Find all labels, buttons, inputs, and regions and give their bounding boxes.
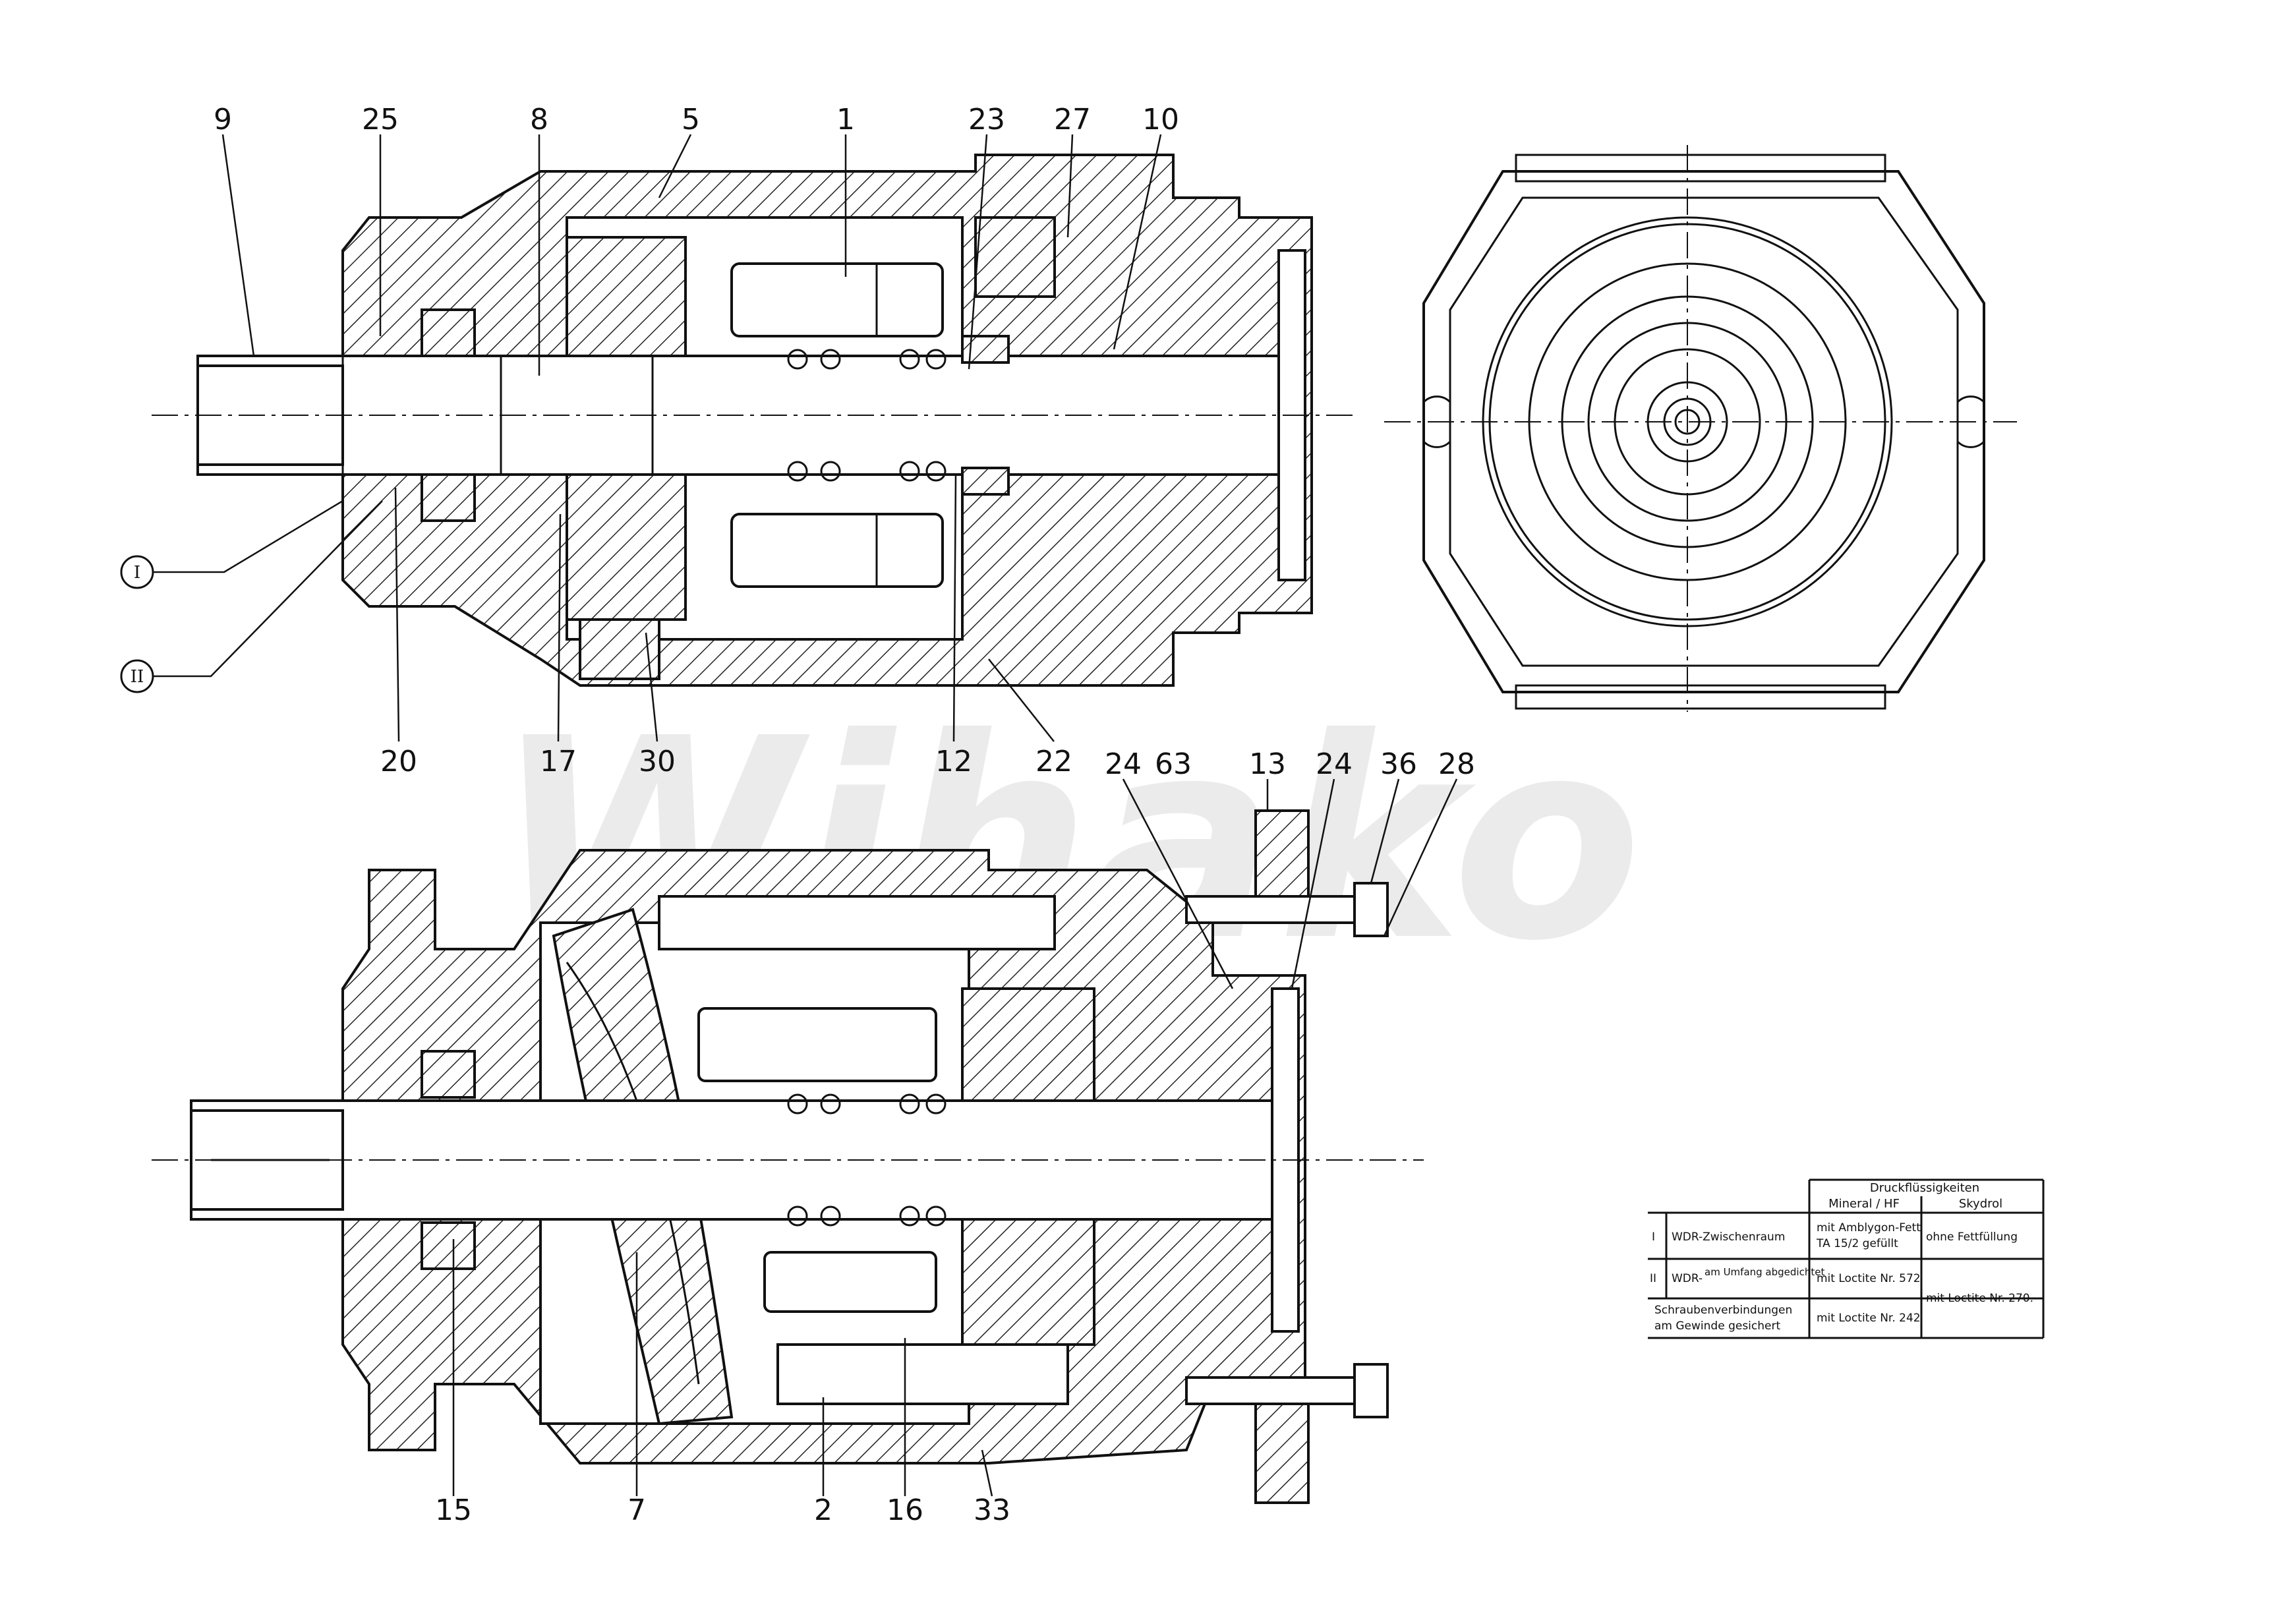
callout-1: 1 <box>836 103 855 136</box>
row-2-label: WDR- <box>1672 1272 1703 1285</box>
callout-33: 33 <box>974 1494 1010 1527</box>
mounting-plate-upper <box>1254 809 1310 904</box>
callout-24-left: 24 <box>1105 747 1142 781</box>
piston-bottom-1 <box>658 895 1056 950</box>
row-3-label: Schraubenverbindungen <box>1654 1304 1792 1317</box>
piston-bottom-2 <box>697 1007 937 1082</box>
callout-17: 17 <box>540 745 577 778</box>
row-1-mineral-2: TA 15/2 gefüllt <box>1816 1237 1898 1250</box>
callout-27: 27 <box>1054 103 1091 136</box>
callout-23: 23 <box>968 103 1005 136</box>
leader-lines-bottom <box>452 778 1458 1497</box>
callout-20: 20 <box>380 745 417 778</box>
row-2-label-2: am Umfang abgedichtet <box>1705 1266 1824 1278</box>
row-2-roman: II <box>1650 1272 1656 1285</box>
bolt-lower <box>1185 1376 1359 1405</box>
table-header-group: Druckflüssigkeiten <box>1870 1181 1979 1195</box>
callout-28: 28 <box>1438 747 1475 781</box>
piston-bottom-3 <box>763 1251 937 1313</box>
callout-13: 13 <box>1249 747 1286 781</box>
row-2-skydrol: mit Loctite Nr. 270. <box>1926 1292 2033 1305</box>
row-2-mineral: mit Loctite Nr. 572 <box>1817 1272 1921 1285</box>
row-1-skydrol: ohne Fettfüllung <box>1926 1231 2018 1244</box>
callout-25: 25 <box>362 103 399 136</box>
marker-I: I <box>134 563 140 583</box>
callout-9: 9 <box>214 103 232 136</box>
table-col-mineral: Mineral / HF <box>1828 1197 1900 1211</box>
bolt-upper <box>1185 895 1359 924</box>
port-block-top <box>974 216 1056 298</box>
row-1-mineral: mit Amblygon-Fett <box>1817 1221 1921 1234</box>
callouts-top-view: 9 25 8 5 1 23 27 10 20 17 30 12 22 I II <box>120 103 1179 778</box>
port-block-bottom <box>579 618 660 680</box>
end-view-housing <box>1422 170 1985 693</box>
mounting-plate-lower <box>1254 1396 1310 1504</box>
callout-16: 16 <box>887 1494 923 1527</box>
end-view <box>1384 145 2017 712</box>
piston-bottom-4 <box>776 1343 1069 1405</box>
callout-7: 7 <box>627 1494 646 1527</box>
callout-36: 36 <box>1380 747 1417 781</box>
row-1-label: WDR-Zwischenraum <box>1672 1231 1785 1244</box>
callout-22: 22 <box>1035 745 1072 778</box>
leader-lines-top <box>153 134 1162 742</box>
callout-8: 8 <box>530 103 548 136</box>
bearing-front-bottom <box>421 473 476 522</box>
callout-12: 12 <box>935 745 972 778</box>
spring-coils-bottom <box>787 1093 947 1227</box>
bearing-front-top <box>421 308 476 357</box>
callouts-bottom-view: 24 63 13 24 36 28 15 7 2 16 33 <box>435 747 1475 1527</box>
table-col-skydrol: Skydrol <box>1959 1197 2002 1211</box>
callout-15: 15 <box>435 1494 472 1527</box>
callout-5: 5 <box>682 103 700 136</box>
callout-24-right: 24 <box>1316 747 1353 781</box>
marker-II: II <box>131 667 144 687</box>
callout-30: 30 <box>639 745 676 778</box>
row-3-label-2: am Gewinde gesichert <box>1654 1320 1780 1333</box>
bottom-section-view <box>152 809 1424 1504</box>
spring-coils-top <box>787 349 947 482</box>
callout-63: 63 <box>1155 747 1192 781</box>
bearing-rear-bottom <box>961 467 1010 496</box>
piston-upper <box>730 262 944 337</box>
legend-table: Druckflüssigkeiten Mineral / HF Skydrol … <box>1648 1178 2045 1339</box>
top-section-view <box>152 154 1358 687</box>
callout-2: 2 <box>814 1494 832 1527</box>
row-3-mineral: mit Loctite Nr. 242 <box>1817 1312 1921 1325</box>
callout-10: 10 <box>1142 103 1179 136</box>
piston-lower <box>730 513 944 588</box>
row-1-roman: I <box>1652 1231 1655 1244</box>
